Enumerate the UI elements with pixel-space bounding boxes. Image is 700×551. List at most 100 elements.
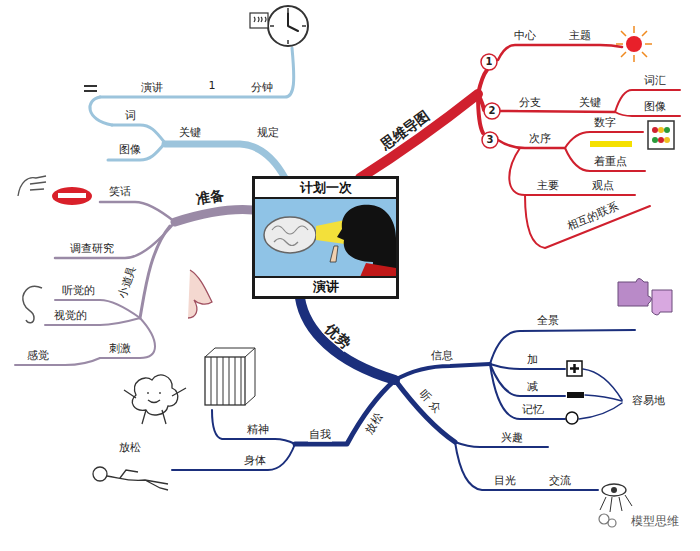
highlight-bar [590, 141, 632, 147]
branch-line [490, 364, 565, 396]
main-branch-word: 准备 [194, 186, 226, 207]
hand-icon [18, 176, 46, 196]
center-picture [337, 205, 396, 277]
branch-line [55, 222, 175, 258]
branch-word: 容易地 [631, 395, 666, 408]
abacus-icon [652, 127, 658, 133]
branch-word: 精神 [246, 424, 270, 437]
nose-icon [188, 270, 212, 318]
branch-word: 1 [208, 80, 217, 93]
hand-icon [18, 176, 46, 196]
branch-word: 笑话 [108, 186, 132, 199]
branch-line [100, 202, 175, 222]
number-circle [482, 132, 498, 148]
memory-icon [566, 412, 578, 424]
lips-icon [58, 193, 86, 198]
callout-number: 1 [486, 56, 493, 68]
lying-figure-icon [93, 467, 168, 490]
branch-line [583, 369, 622, 400]
branch-line [360, 94, 478, 178]
equals-sign [84, 86, 97, 91]
building-icon [205, 348, 255, 405]
branch-word: 加 [526, 354, 539, 367]
lying-figure-icon [107, 470, 168, 490]
eye-icon [611, 487, 617, 493]
branch-line [565, 132, 643, 148]
abacus-icon [648, 121, 674, 149]
abacus-icon [652, 137, 658, 143]
branch-word: 关键 [178, 127, 202, 140]
branch-word: 信息 [430, 350, 454, 363]
branch-word: 次序 [528, 133, 552, 146]
branch-word: 记忆 [521, 404, 545, 417]
clock-icon [268, 6, 308, 46]
branch-word: 调查研究 [69, 243, 115, 256]
branch-word: 演讲 [140, 82, 164, 95]
memory-icon [566, 412, 578, 424]
branch-word: 交流 [548, 475, 572, 488]
branch-word: 刺激 [108, 343, 132, 356]
branch-word: 感觉 [26, 350, 50, 363]
branch-line [395, 380, 455, 442]
plus-icon [570, 364, 579, 373]
branch-line [498, 45, 622, 60]
watermark-icon [608, 519, 616, 527]
equals-sign [84, 86, 97, 91]
branch-line [212, 410, 295, 444]
cloud-figure-icon [132, 375, 177, 415]
center-picture [272, 226, 308, 246]
plus-icon [567, 361, 582, 376]
highlight-bar [590, 141, 632, 147]
branch-line [490, 364, 565, 419]
branch-line [300, 298, 395, 380]
branch-line [100, 48, 294, 97]
eye-icon [600, 495, 632, 512]
clock-icon [250, 13, 268, 28]
callout-number: 3 [487, 134, 494, 146]
branch-word: 着重点 [593, 156, 628, 169]
branch-line [140, 226, 170, 318]
branch-word: 词汇 [643, 75, 667, 88]
branch-line [579, 403, 622, 419]
abacus-icon [664, 137, 670, 143]
branch-word: 全景 [536, 315, 560, 328]
branch-word: 兴趣 [500, 432, 524, 445]
branch-word: 听觉的 [61, 285, 96, 298]
watermark: 模型思维 [630, 515, 680, 529]
abacus-icon [658, 127, 664, 133]
branch-line [585, 395, 622, 401]
branch-line [100, 318, 155, 358]
abacus-icon [658, 137, 664, 143]
nose-icon [188, 270, 212, 318]
number-circle [484, 103, 500, 119]
branch-word: 图像 [118, 144, 142, 157]
eye-icon [600, 484, 632, 512]
branch-word: 减 [526, 381, 539, 394]
branch-word: 词 [124, 110, 137, 123]
clock-icon [288, 13, 298, 31]
puzzle-icon [618, 279, 672, 316]
branch-line [165, 144, 285, 178]
branch-line [490, 330, 635, 364]
sun-icon [616, 26, 652, 62]
ear-icon [23, 286, 42, 322]
branch-word: 主要 [536, 180, 560, 193]
abacus-icon [664, 127, 670, 133]
branch-word: 主题 [568, 30, 592, 43]
branch-word: 放松 [118, 442, 142, 455]
branch-line [90, 97, 112, 125]
cloud-figure-icon [124, 375, 186, 424]
eye-icon [602, 484, 626, 496]
branch-word: 中心 [513, 30, 537, 43]
lying-figure-icon [93, 467, 107, 481]
number-circle [481, 54, 497, 70]
cloud-figure-icon [124, 388, 186, 424]
branch-word: 目光 [493, 475, 517, 488]
watermark-icon [599, 514, 616, 527]
center-picture [360, 263, 396, 277]
branch-line [175, 210, 253, 222]
branch-word: 观点 [591, 180, 615, 193]
branch-line [478, 94, 483, 133]
branch-word: 自我 [308, 429, 332, 442]
